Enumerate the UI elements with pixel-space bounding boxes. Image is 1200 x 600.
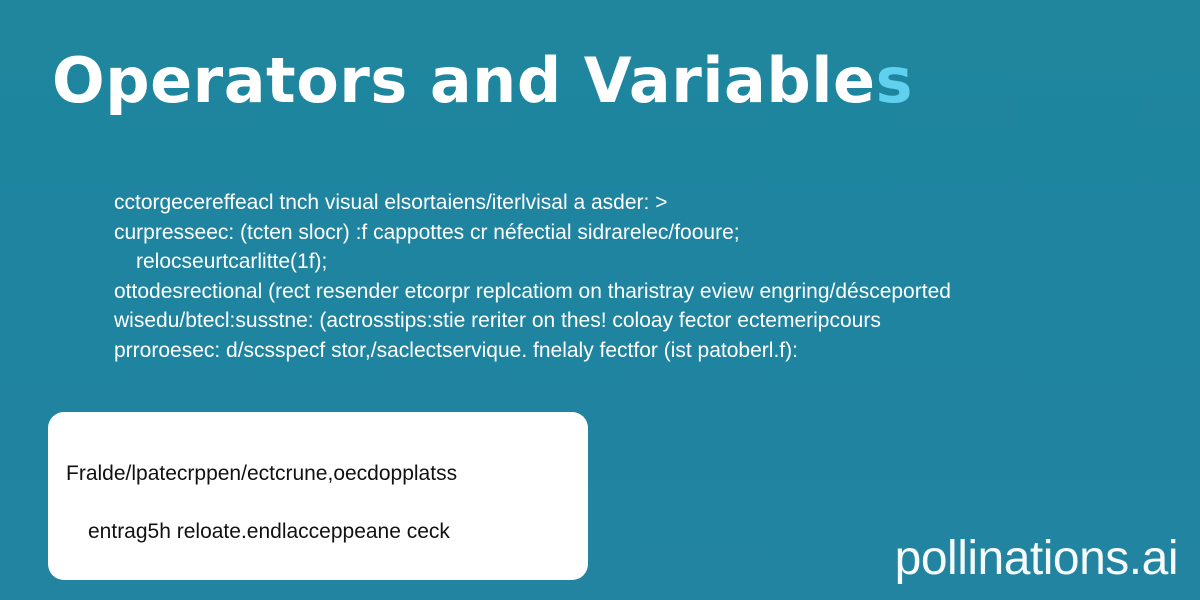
body-line: prroroesec: d/scsspecf stor,/saclectserv… xyxy=(114,338,798,362)
card-text-line: entrag5h reloate.endlacceppeane ceck xyxy=(88,520,450,543)
title-main-text: Operators and Variable xyxy=(52,44,876,117)
watermark-logo: pollinations.ai xyxy=(894,532,1179,585)
card-text-line: Fralde/lpatecrppen/ectcrune,oecdopplatss xyxy=(66,462,458,485)
body-line: ottodesrectional (rect resender etcorpr … xyxy=(114,279,951,303)
body-line: cctorgecereffeacl tnch visual elsortaien… xyxy=(114,191,668,214)
title-accent-letter: s xyxy=(875,44,913,117)
body-line: relocseurtcarlitte(1f); xyxy=(136,250,328,273)
body-line: wisedu/btecl:susstne: (actrosstips:stie … xyxy=(114,309,881,332)
body-line: curpresseec: (tcten slocr) :f cappottes … xyxy=(114,220,740,244)
info-card: Fralde/lpatecrppen/ectcrune,oecdopplatss… xyxy=(48,412,588,580)
slide-title: Operators and Variables xyxy=(52,44,913,118)
body-text-block: cctorgecereffeacl tnch visual elsortaien… xyxy=(114,188,1114,365)
